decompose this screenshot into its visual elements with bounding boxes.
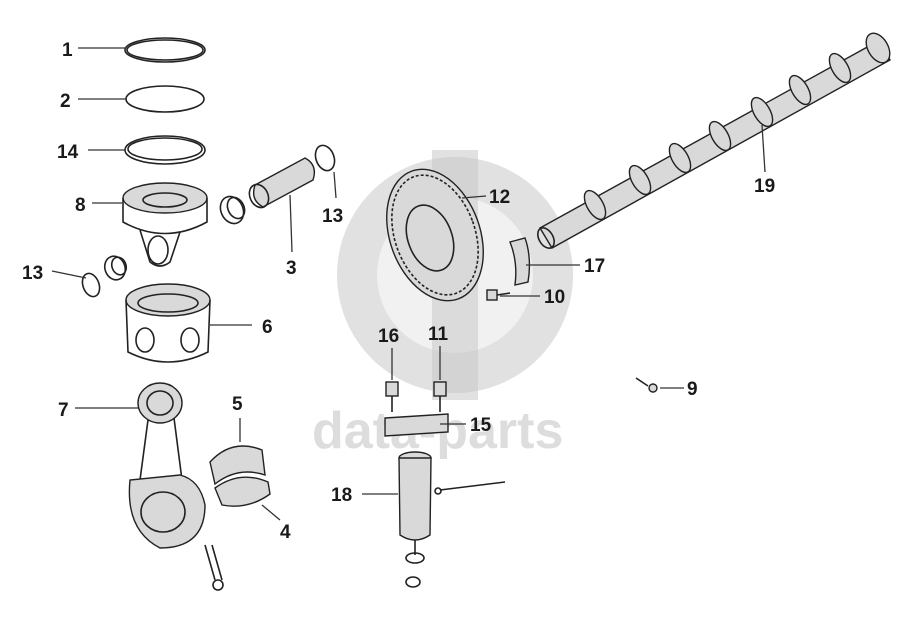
callout-1: 1 <box>62 40 73 61</box>
piston-ring-2 <box>125 85 205 113</box>
piston-ring-1 <box>124 37 206 63</box>
pin-bushing-upper <box>219 195 246 225</box>
bolt-16 <box>385 381 399 412</box>
camshaft-19 <box>537 32 891 249</box>
snap-ring-13-right <box>314 144 336 172</box>
callout-9: 9 <box>687 379 698 400</box>
piston-crown-8 <box>122 182 208 267</box>
callout-15: 15 <box>470 415 492 436</box>
injector-clamp-15 <box>384 413 449 437</box>
piston-pin-3 <box>248 157 316 209</box>
callout-6: 6 <box>262 317 273 338</box>
callout-10: 10 <box>544 287 565 308</box>
bolt-10 <box>486 289 511 301</box>
callout-8: 8 <box>75 195 86 216</box>
callout-12: 12 <box>489 187 510 208</box>
connecting-rod-7 <box>128 382 224 591</box>
fitting-9 <box>635 377 658 393</box>
bearing-shell-4 <box>214 476 271 507</box>
bolt-11 <box>433 381 447 412</box>
callout-2: 2 <box>60 91 71 112</box>
callout-3: 3 <box>286 258 297 279</box>
piston-skirt-6 <box>125 283 211 363</box>
callout-18: 18 <box>331 485 352 506</box>
callout-14: 14 <box>57 142 79 163</box>
callout-5: 5 <box>232 394 243 415</box>
callout-11: 11 <box>428 324 449 345</box>
callout-13-right: 13 <box>322 206 343 227</box>
injector-18 <box>398 451 506 588</box>
snap-ring-13-left <box>81 272 101 298</box>
bearing-shell-5 <box>209 445 266 486</box>
leader-lines <box>51 47 766 521</box>
callout-7: 7 <box>58 400 69 421</box>
thrust-plate-17 <box>509 237 531 286</box>
callout-13-left: 13 <box>22 263 43 284</box>
piston-ring-14 <box>124 135 206 165</box>
callout-17: 17 <box>584 256 605 277</box>
pin-bushing-lower <box>103 255 128 281</box>
callout-16: 16 <box>378 326 399 347</box>
callout-19: 19 <box>754 176 775 197</box>
callout-4: 4 <box>280 522 291 543</box>
cam-gear-12 <box>386 168 484 302</box>
